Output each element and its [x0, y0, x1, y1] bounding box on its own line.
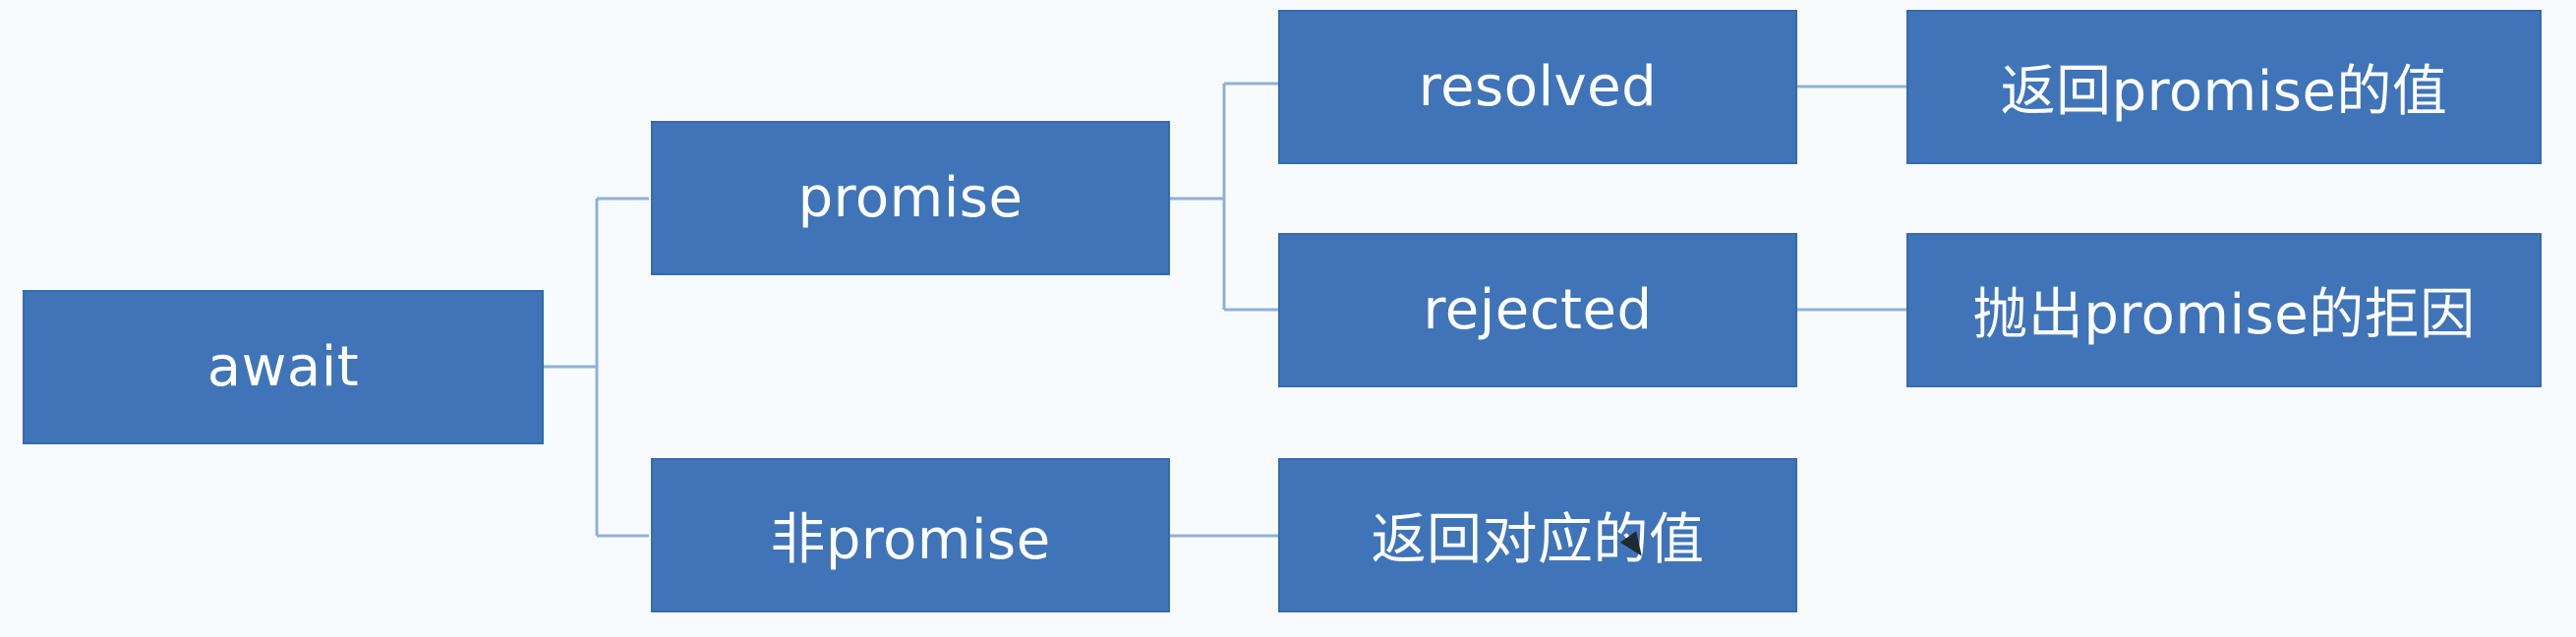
- node-non-promise: 非promise: [651, 458, 1170, 612]
- connector-await-branches: [544, 197, 649, 538]
- connector-promise-branches: [1170, 82, 1278, 312]
- node-promise: promise: [651, 121, 1170, 275]
- node-rejected-result: 抛出promise的拒因: [1906, 233, 2542, 387]
- node-rejected: rejected: [1278, 233, 1797, 387]
- node-resolved-result: 返回promise的值: [1906, 10, 2542, 164]
- node-resolved: resolved: [1278, 10, 1797, 164]
- node-non-promise-result: 返回对应的值: [1278, 458, 1797, 612]
- node-await: await: [23, 290, 544, 444]
